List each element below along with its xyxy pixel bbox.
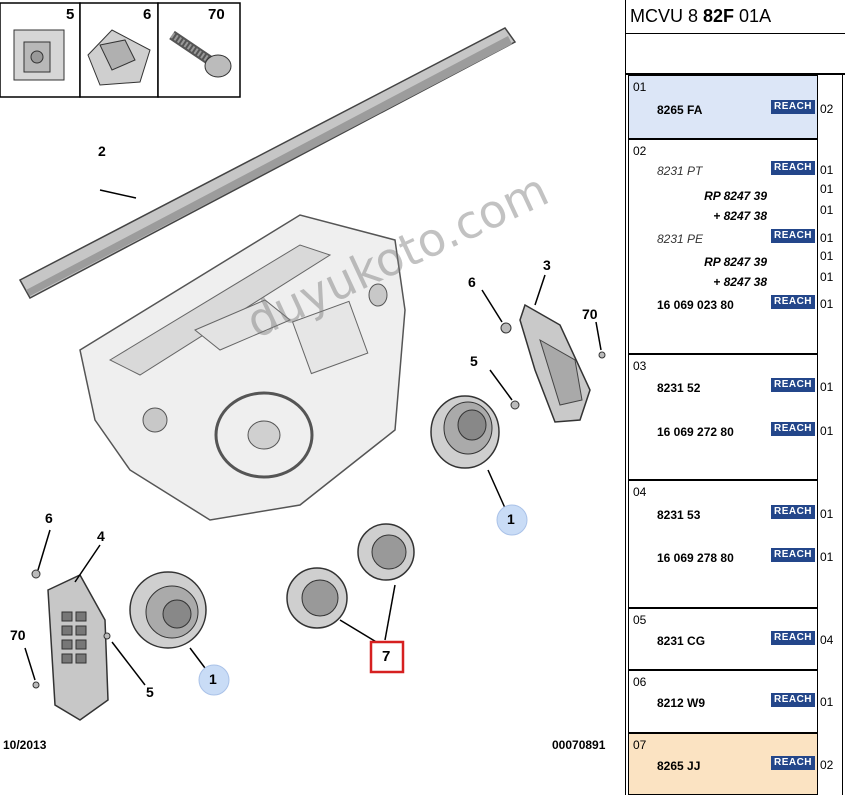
part-number: RP 8247 39 <box>704 255 767 269</box>
part-number: 8265 FA <box>657 103 703 117</box>
quantity: 01 <box>820 550 834 564</box>
reach-badge: REACH <box>771 505 815 519</box>
part-row-05: 05 8231 CG REACH <box>628 608 818 670</box>
footer-code: 00070891 <box>552 738 606 752</box>
reach-badge: REACH <box>771 548 815 562</box>
label-6-right: 6 <box>468 274 476 290</box>
part-number: 16 069 278 80 <box>657 551 734 565</box>
label-70-left: 70 <box>10 627 26 643</box>
parts-diagram: 5 6 70 2 3 6 70 5 1 6 4 70 5 1 7 duyukot… <box>0 2 606 752</box>
panel-3-drawing <box>519 303 591 423</box>
row-number: 05 <box>633 613 647 627</box>
label-3: 3 <box>543 257 551 273</box>
part-row-04: 04 8231 53 REACH 16 069 278 80 REACH <box>628 480 818 608</box>
part-row-06: 06 8212 W9 REACH <box>628 670 818 733</box>
quantity: 01 <box>820 695 834 709</box>
exploded-view-drawing <box>0 2 606 721</box>
quantity: 02 <box>820 102 834 116</box>
row-number: 06 <box>633 675 647 689</box>
clip-6-drawing <box>87 29 151 86</box>
part-number: + 8247 38 <box>713 209 767 223</box>
label-1-left: 1 <box>209 671 217 687</box>
quantity: 01 <box>820 380 834 394</box>
part-number: 16 069 272 80 <box>657 425 734 439</box>
row-number: 02 <box>633 144 647 158</box>
part-number: 8231 53 <box>657 508 701 522</box>
part-row-01: 01 8265 FA REACH <box>628 75 818 139</box>
part-number: + 8247 38 <box>713 275 767 289</box>
vent-center-drawings <box>286 523 415 629</box>
part-number: RP 8247 39 <box>704 189 767 203</box>
part-row-07: 07 8265 JJ REACH <box>628 733 818 795</box>
label-6-left: 6 <box>45 510 53 526</box>
quantity: 02 <box>820 758 834 772</box>
label-1-right: 1 <box>507 511 515 527</box>
reach-badge: REACH <box>771 693 815 707</box>
callout-1-right-circle <box>496 504 528 536</box>
quantity: 01 <box>820 231 834 245</box>
quantity: 01 <box>820 297 834 311</box>
row-number: 01 <box>633 80 647 94</box>
label-6-top: 6 <box>143 6 152 23</box>
label-2: 2 <box>98 143 106 159</box>
reach-badge: REACH <box>771 378 815 392</box>
part-row-02: 02 8231 PT REACH RP 8247 39 + 8247 38 8231 PE… <box>628 139 818 354</box>
footer-date: 10/2013 <box>3 738 47 752</box>
vent-left-drawing <box>129 571 207 649</box>
reference-panel: MCVU 8 82F 01A 01 8265 FA REACH 02 02 8231 PT… <box>625 0 845 795</box>
part-number: 8231 PT <box>657 164 703 178</box>
part-number: 8265 JJ <box>657 759 701 773</box>
label-70-top: 70 <box>208 6 225 23</box>
reach-badge: REACH <box>771 422 815 436</box>
label-5-left: 5 <box>146 684 154 700</box>
row-number: 07 <box>633 738 647 752</box>
quantity: 01 <box>820 182 834 196</box>
reach-badge: REACH <box>771 295 815 309</box>
part-row-03: 03 8231 52 REACH 16 069 272 80 REACH <box>628 354 818 480</box>
part-number: 8231 PE <box>657 232 704 246</box>
screw-70-drawing <box>169 30 232 78</box>
quantity: 01 <box>820 424 834 438</box>
label-5-right: 5 <box>470 353 478 369</box>
row-number: 04 <box>633 485 647 499</box>
quantity: 01 <box>820 163 834 177</box>
reach-badge: REACH <box>771 100 815 114</box>
quantity: 01 <box>820 507 834 521</box>
reach-badge: REACH <box>771 756 815 770</box>
part-number: 8231 52 <box>657 381 701 395</box>
callout-1-left-circle <box>198 664 230 696</box>
label-70-right: 70 <box>582 306 598 322</box>
part-number: 8231 CG <box>657 634 706 648</box>
dashboard-drawing <box>79 214 406 521</box>
quantity: 01 <box>820 203 834 217</box>
part-number: 8212 W9 <box>657 696 706 710</box>
label-4: 4 <box>97 528 105 544</box>
clip-5-drawing <box>13 29 65 81</box>
quantity: 01 <box>820 249 834 263</box>
quantity: 01 <box>820 270 834 284</box>
part-number: 16 069 023 80 <box>657 298 734 312</box>
row-number: 03 <box>633 359 647 373</box>
reach-badge: REACH <box>771 631 815 645</box>
panel-4-drawing <box>47 574 109 721</box>
quantity: 04 <box>820 633 834 647</box>
reach-badge: REACH <box>771 161 815 175</box>
reference-title: MCVU 8 82F 01A <box>630 6 772 26</box>
reach-badge: REACH <box>771 229 815 243</box>
label-5-top: 5 <box>66 6 75 23</box>
callout-7-box <box>369 640 405 674</box>
label-7: 7 <box>382 648 391 665</box>
vent-right-drawing <box>430 395 500 469</box>
